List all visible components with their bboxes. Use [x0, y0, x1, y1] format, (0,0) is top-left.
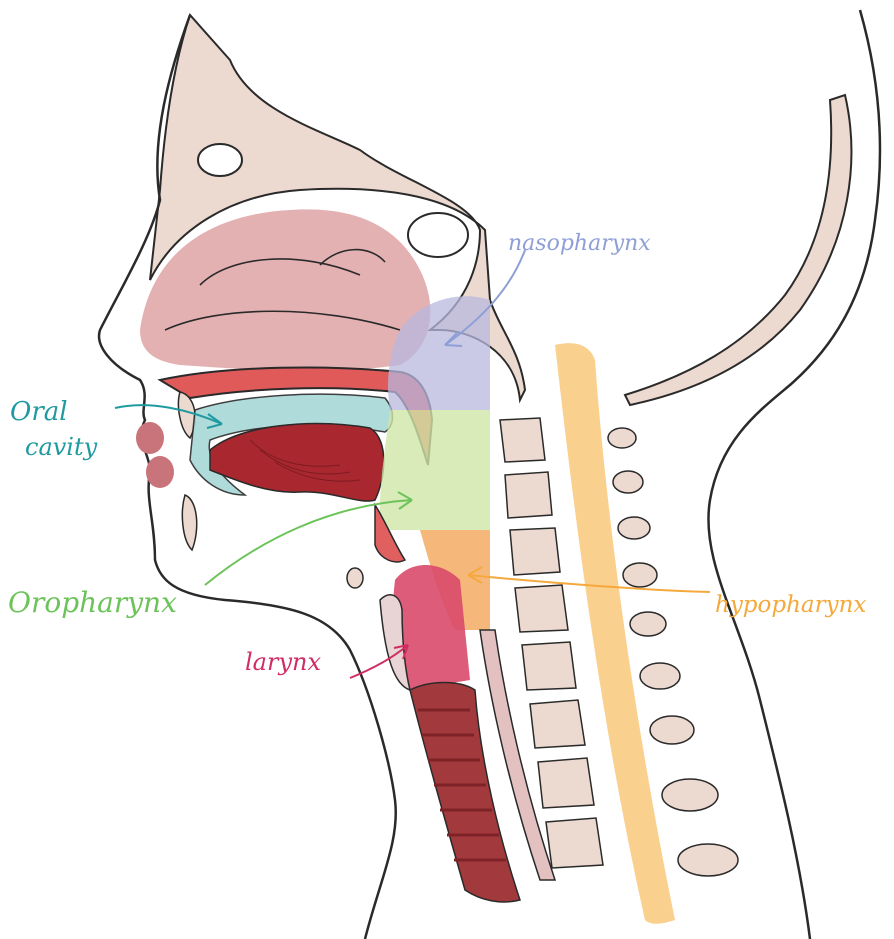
neck-back-outline — [708, 10, 880, 939]
nasopharynx-label: nasopharynx — [508, 231, 651, 256]
frontal-sinus — [198, 144, 242, 176]
lower-lip — [146, 456, 174, 488]
oral-cavity-label-line1: Oral — [10, 397, 68, 427]
upper-lip — [136, 422, 164, 454]
larynx-label: larynx — [245, 648, 321, 676]
sphenoid-sinus — [408, 213, 468, 257]
hyoid-bone — [347, 568, 363, 588]
lower-teeth — [182, 495, 196, 550]
hypopharynx-label: hypopharynx — [715, 592, 866, 618]
oral-cavity-label-line2: cavity — [25, 433, 98, 461]
oropharynx-zone — [380, 410, 490, 530]
oropharynx-label: Oropharynx — [8, 586, 177, 619]
